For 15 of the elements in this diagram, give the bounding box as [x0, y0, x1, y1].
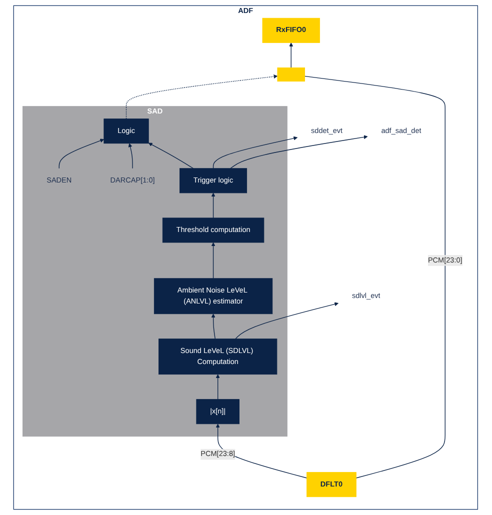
arrow: [236, 302, 339, 340]
arrow: [289, 42, 294, 68]
arrow: [216, 424, 308, 478]
node-box: [278, 67, 306, 82]
arrow: [148, 142, 194, 169]
arrow: [59, 138, 104, 169]
arrow: [212, 242, 216, 279]
arrow: [213, 136, 298, 169]
arrow: [230, 135, 368, 169]
arrow: [126, 74, 278, 120]
arrow: [128, 143, 134, 169]
arrow: [212, 192, 216, 218]
arrow: [212, 314, 216, 340]
connector: [304, 76, 446, 478]
arrow: [216, 374, 220, 400]
